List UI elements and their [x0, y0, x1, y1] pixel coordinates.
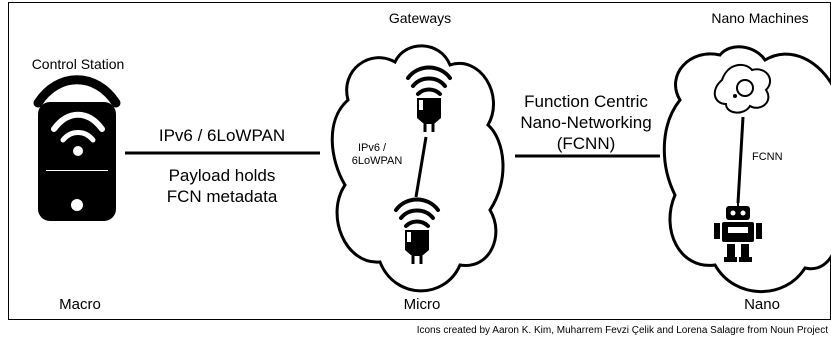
macro-micro-protocol-label: IPv6 / 6LoWPAN	[158, 126, 286, 145]
gateway-wifi-icon	[406, 65, 452, 132]
macro-micro-note-line2: FCN metadata	[166, 187, 278, 206]
robot-icon	[714, 200, 762, 262]
micro-region-label: Micro	[403, 296, 441, 313]
smartphone-wifi-icon	[33, 75, 121, 221]
nano-cloud	[662, 45, 831, 294]
gateways-title: Gateways	[388, 10, 452, 26]
link-gateway-internal	[414, 136, 428, 198]
macro-micro-note-line1: Payload holds	[168, 166, 276, 185]
nano-link-label: FCNN	[752, 151, 783, 163]
gateway-link-label-line1: IPv6 /	[357, 142, 387, 154]
micro-nano-label-line3: (FCNN)	[556, 134, 616, 153]
gateway-link-label-line2: 6LoWPAN	[351, 155, 403, 167]
micro-nano-label-line1: Function Centric	[524, 92, 648, 111]
nano-region-label: Nano	[744, 296, 780, 313]
nano-cell-icon	[713, 63, 771, 114]
nano-machines-title: Nano Machines	[711, 10, 809, 26]
micro-nano-label-line2: Nano-Networking	[520, 113, 652, 132]
icon-credit: Icons created by Aaron K. Kim, Muharrem …	[416, 325, 828, 336]
gateway-wifi-icon	[394, 197, 440, 264]
link-nano-internal	[736, 116, 745, 204]
micro-cloud	[330, 44, 505, 293]
macro-region-label: Macro	[59, 296, 101, 313]
control-station-title: Control Station	[31, 56, 125, 72]
